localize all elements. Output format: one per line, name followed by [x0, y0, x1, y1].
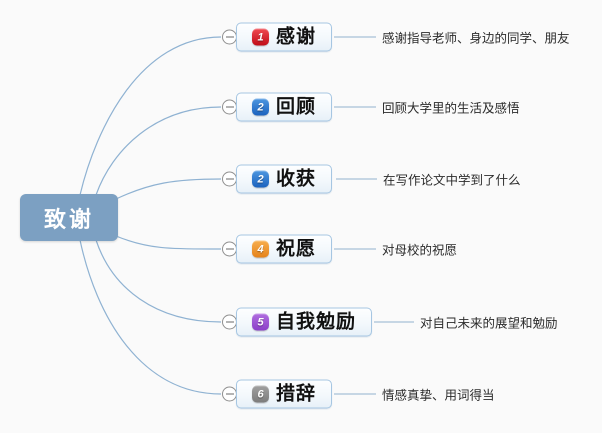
topic-label: 祝愿: [276, 238, 317, 260]
priority-badge: 1: [252, 28, 269, 46]
curve-branch-1: [79, 36, 222, 196]
collapse-toggle[interactable]: [222, 171, 237, 187]
curve-branch-6: [79, 239, 222, 395]
topic-label: 感谢: [276, 26, 317, 48]
root-topic[interactable]: 致谢: [20, 194, 118, 241]
minus-icon: [225, 106, 234, 108]
note-text[interactable]: 在写作论文中学到了什么: [383, 173, 521, 188]
note-text[interactable]: 回顾大学里的生活及感悟: [382, 101, 520, 116]
curve-branch-2: [95, 106, 222, 196]
topic-review[interactable]: 2 回顾: [236, 92, 333, 122]
topic-wording[interactable]: 6 措辞: [236, 379, 333, 409]
priority-badge: 4: [252, 240, 269, 258]
curve-branch-4: [115, 235, 222, 250]
curve-branch-5: [95, 239, 222, 323]
topic-wishes[interactable]: 4 祝愿: [236, 234, 333, 264]
topic-label: 收获: [276, 168, 317, 190]
curve-branch-3: [115, 178, 222, 200]
collapse-toggle[interactable]: [222, 29, 237, 45]
note-text[interactable]: 情感真挚、用词得当: [382, 388, 495, 403]
note-text[interactable]: 对母校的祝愿: [382, 243, 458, 258]
priority-badge: 5: [252, 313, 269, 331]
topic-label: 回顾: [276, 96, 317, 118]
minus-icon: [225, 321, 234, 323]
topic-thanks[interactable]: 1 感谢: [236, 22, 333, 52]
priority-badge: 6: [252, 385, 269, 403]
collapse-toggle[interactable]: [222, 99, 237, 115]
minus-icon: [225, 36, 234, 38]
minus-icon: [225, 393, 234, 395]
note-text[interactable]: 对自己未来的展望和勉励: [420, 316, 558, 331]
topic-gains[interactable]: 2 收获: [236, 164, 333, 194]
minus-icon: [225, 248, 234, 250]
topic-label: 自我勉励: [276, 311, 357, 333]
minus-icon: [225, 178, 234, 180]
collapse-toggle[interactable]: [222, 314, 237, 330]
topic-label: 措辞: [276, 383, 317, 405]
note-text[interactable]: 感谢指导老师、身边的同学、朋友: [382, 31, 570, 46]
topic-self-encouragement[interactable]: 5 自我勉励: [236, 307, 373, 337]
collapse-toggle[interactable]: [222, 386, 237, 402]
priority-badge: 2: [252, 98, 269, 116]
collapse-toggle[interactable]: [222, 241, 237, 257]
priority-badge: 2: [252, 170, 269, 188]
